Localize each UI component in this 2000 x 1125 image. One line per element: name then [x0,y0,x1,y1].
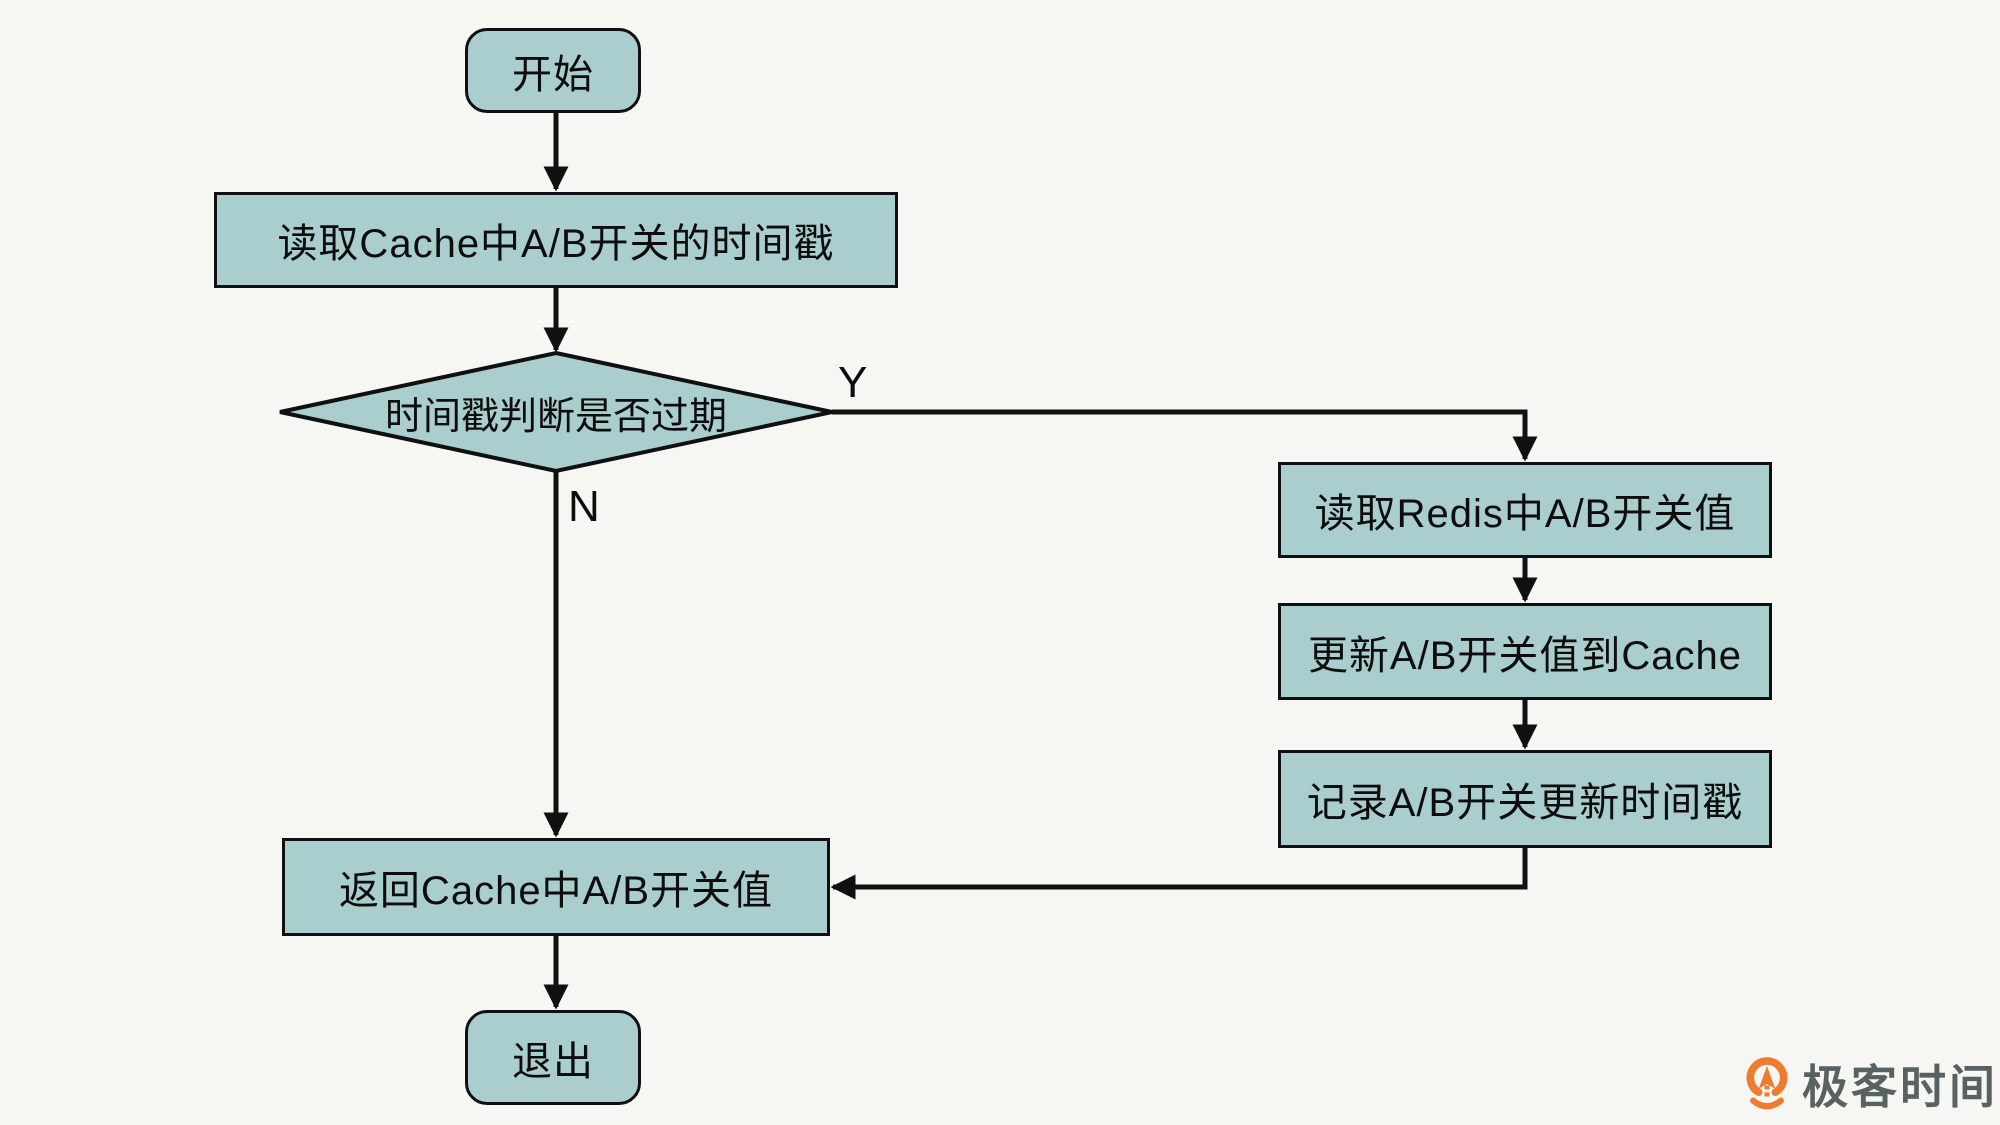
connector-yes-branch [832,409,1538,462]
brand-text: 极客时间 [1802,1060,1998,1113]
connector-record-to-return [830,848,1528,900]
edge-label-no: N [568,482,600,531]
node-exit: 退出 [465,1010,641,1105]
node-read-cache-timestamp: 读取Cache中A/B开关的时间戳 [214,192,898,288]
node-update-cache: 更新A/B开关值到Cache [1278,603,1772,700]
brand-logo: 极客时间 [1742,1042,1998,1125]
node-start: 开始 [465,28,641,113]
node-read-redis: 读取Redis中A/B开关值 [1278,462,1772,558]
node-decision-expired: 时间戳判断是否过期 [384,395,727,438]
node-record-timestamp: 记录A/B开关更新时间戳 [1278,750,1772,848]
node-return-cache: 返回Cache中A/B开关值 [282,838,830,936]
geektime-icon [1746,1056,1788,1109]
edge-label-yes: Y [838,358,868,407]
